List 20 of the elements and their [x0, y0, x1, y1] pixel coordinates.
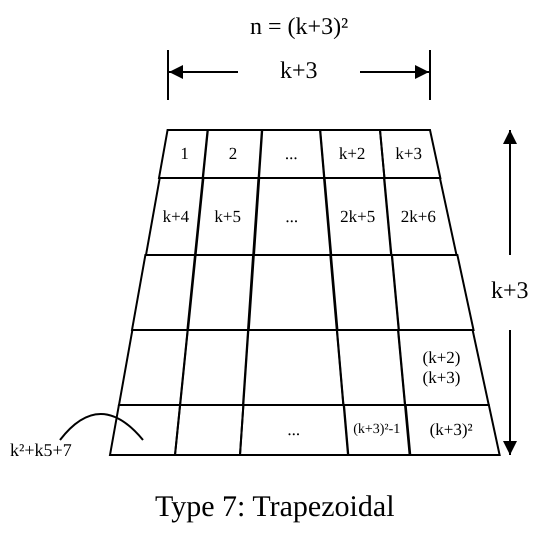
- cell-number: 2k+6: [400, 206, 437, 226]
- cell-number: k+3: [394, 144, 423, 164]
- cell-number: k+5: [213, 206, 242, 226]
- cell-number: (k+3)²: [428, 420, 474, 440]
- leader-line: [59, 413, 144, 441]
- cell-number: ...: [284, 144, 299, 164]
- cell-number: (k+2) (k+3): [422, 348, 462, 388]
- cell-number: ...: [286, 420, 302, 440]
- cell-number: (k+3)²-1: [352, 422, 402, 438]
- formula-label: n = (k+3)²: [250, 14, 348, 42]
- cell-number: 1: [179, 144, 190, 164]
- cell-number: 2k+5: [339, 206, 376, 226]
- dimension-label: k+3: [491, 278, 529, 306]
- cell-number: ...: [284, 206, 300, 226]
- cell-label: k²+k5+7: [10, 440, 72, 460]
- dimension-label: k+3: [280, 58, 318, 86]
- caption: Type 7: Trapezoidal: [155, 490, 395, 524]
- cell-number: k+4: [162, 206, 190, 226]
- cell-number: k+2: [338, 144, 366, 164]
- cell-number: 2: [228, 144, 238, 164]
